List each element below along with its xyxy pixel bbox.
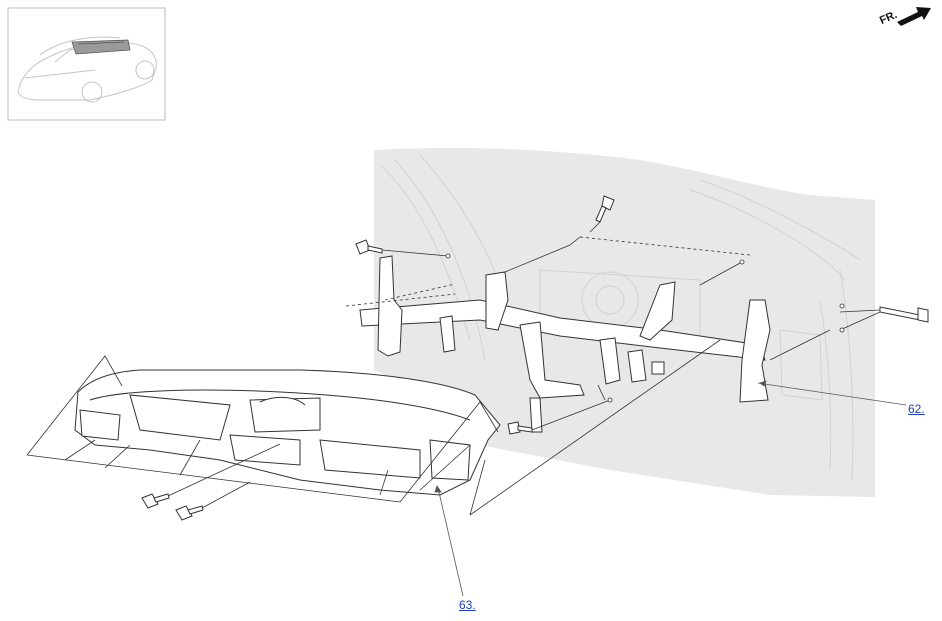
- part-callout-62[interactable]: 62.: [908, 402, 925, 416]
- bolt-icon: [879, 306, 929, 323]
- instrument-panel: [74, 369, 501, 496]
- bolt-icon: [651, 361, 665, 375]
- bolt-icon: [141, 493, 170, 509]
- dash-highlight-icon: [71, 39, 131, 55]
- beam-bolts: [355, 195, 929, 435]
- assembly-leaders: [381, 221, 881, 431]
- panel-attachment-leaders: [26, 339, 721, 516]
- bolt-icon: [507, 421, 533, 435]
- bolt-icon: [355, 239, 383, 255]
- assembly-dashed-leaders: [345, 236, 751, 307]
- leader-line-62: [757, 380, 907, 406]
- leader-line-63: [434, 485, 464, 597]
- cross-car-beam-assembly: [359, 255, 771, 433]
- bolt-icon: [595, 195, 615, 223]
- car-silhouette-icon: [17, 36, 157, 103]
- front-direction-arrow-icon: [897, 7, 931, 26]
- bolt-icon: [175, 505, 204, 521]
- panel-bolts: [141, 493, 204, 521]
- part-callout-63[interactable]: 63.: [459, 598, 476, 612]
- vehicle-locator-thumbnail: [7, 7, 166, 121]
